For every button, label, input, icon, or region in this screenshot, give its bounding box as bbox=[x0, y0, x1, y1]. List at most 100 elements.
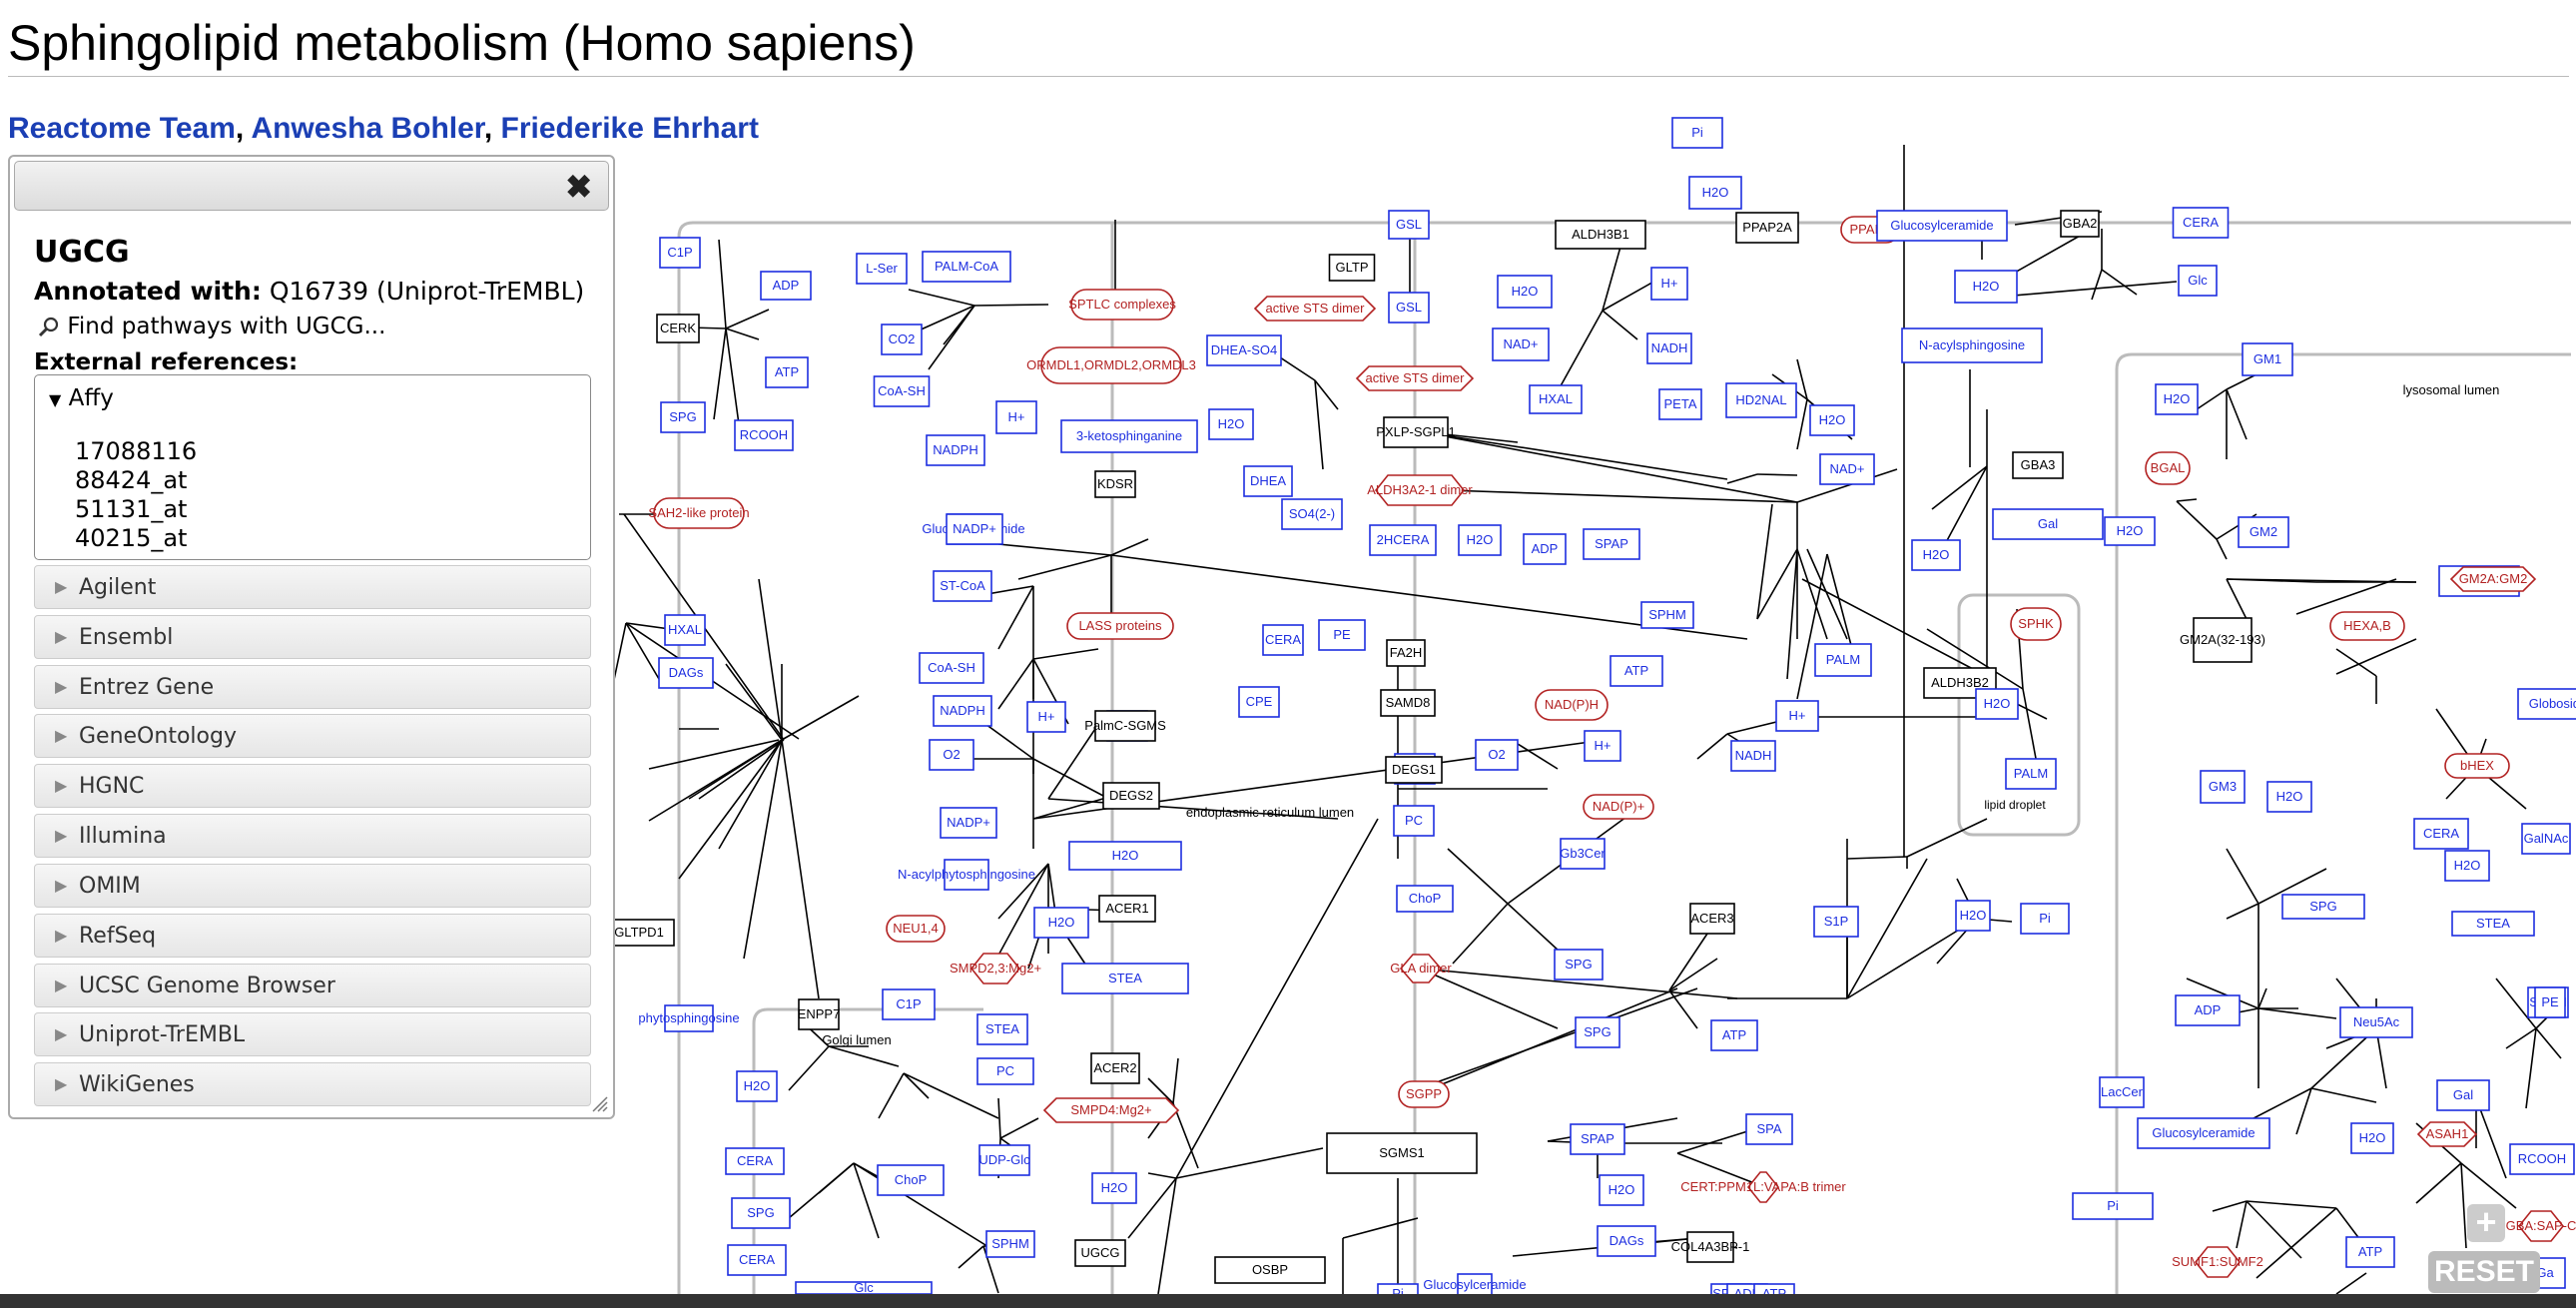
node-shape[interactable] bbox=[2010, 607, 2062, 641]
pathway-node-metabolite[interactable]: L-Ser bbox=[856, 253, 908, 285]
node-shape[interactable] bbox=[736, 1070, 778, 1102]
node-shape[interactable] bbox=[856, 253, 908, 285]
section-label[interactable]: Agilent bbox=[79, 575, 157, 600]
node-shape[interactable] bbox=[873, 375, 931, 407]
pathway-node-protein[interactable]: ALDH3A2-1 dimer bbox=[1367, 474, 1473, 506]
pathway-node-protein[interactable]: HEXA,B bbox=[2329, 611, 2405, 641]
node-shape[interactable] bbox=[2242, 342, 2293, 376]
node-shape[interactable] bbox=[2350, 1122, 2394, 1154]
pathway-node-metabolite[interactable]: GalNAc bbox=[2521, 823, 2571, 855]
node-label[interactable]: Glc bbox=[2188, 273, 2208, 288]
pathway-node-metabolite[interactable]: SO4(2-) bbox=[1281, 498, 1343, 530]
pathway-node-metabolite[interactable]: H2O bbox=[736, 1070, 778, 1102]
node-shape[interactable] bbox=[2005, 758, 2057, 790]
node-label[interactable]: CERA bbox=[739, 1252, 775, 1267]
node-shape[interactable] bbox=[1975, 688, 2019, 720]
node-shape[interactable] bbox=[877, 1164, 945, 1196]
node-shape[interactable] bbox=[940, 807, 997, 839]
node-shape[interactable] bbox=[1640, 601, 1694, 629]
node-shape[interactable] bbox=[1066, 612, 1174, 640]
node-shape[interactable] bbox=[2104, 516, 2156, 546]
node-shape[interactable] bbox=[1584, 730, 1621, 762]
pathway-node-metabolite[interactable]: Pi bbox=[2020, 903, 2070, 935]
pathway-node-enzyme[interactable]: GBA3 bbox=[2012, 451, 2064, 479]
pathway-node-enzyme[interactable]: CERK bbox=[656, 314, 700, 343]
pathway-node-metabolite[interactable]: PE bbox=[1318, 619, 1366, 651]
pathway-node-enzyme[interactable]: GBA2 bbox=[2060, 210, 2100, 238]
pathway-node-protein[interactable]: SPHK bbox=[2010, 607, 2062, 641]
node-shape[interactable] bbox=[1746, 1171, 1780, 1203]
node-shape[interactable] bbox=[2339, 1006, 2413, 1038]
node-label[interactable]: ADP bbox=[773, 278, 800, 293]
node-label[interactable]: LASS proteins bbox=[1078, 618, 1162, 633]
node-label[interactable]: H2O bbox=[1984, 696, 2011, 711]
node-label[interactable]: ALDH3B2 bbox=[1931, 675, 1989, 690]
node-label[interactable]: GBA3 bbox=[2021, 457, 2056, 472]
node-shape[interactable] bbox=[1369, 524, 1437, 556]
node-label[interactable]: H+ bbox=[1038, 709, 1055, 724]
pathway-node-protein[interactable]: ASAH1 bbox=[2416, 1121, 2478, 1147]
pathway-node-metabolite[interactable]: CPE bbox=[1238, 686, 1280, 718]
pathway-node-metabolite[interactable]: UDP-Glc bbox=[978, 1144, 1030, 1176]
node-label[interactable]: L-Ser bbox=[866, 261, 898, 276]
node-label[interactable]: GM2A:GM2 bbox=[2459, 571, 2528, 586]
node-label[interactable]: H2O bbox=[1112, 848, 1139, 863]
node-label[interactable]: ACER1 bbox=[1105, 901, 1148, 916]
node-label[interactable]: PALM-CoA bbox=[935, 259, 998, 274]
pathway-node-enzyme[interactable]: ACER1 bbox=[1098, 895, 1156, 923]
node-label[interactable]: DHEA-SO4 bbox=[1211, 342, 1277, 357]
node-label[interactable]: Globoside bbox=[2529, 696, 2576, 711]
node-label[interactable]: H2O bbox=[1467, 532, 1494, 547]
node-label[interactable]: Neu5Ac bbox=[2353, 1014, 2400, 1029]
node-shape[interactable] bbox=[760, 271, 812, 301]
node-shape[interactable] bbox=[1599, 1174, 1644, 1206]
section-label[interactable]: GeneOntology bbox=[79, 724, 237, 749]
node-label[interactable]: N-acylsphingosine bbox=[1919, 337, 2025, 352]
node-shape[interactable] bbox=[1658, 388, 1702, 420]
pathway-node-metabolite[interactable]: ATP bbox=[1610, 655, 1663, 687]
pathway-node-protein[interactable]: active STS dimer bbox=[1253, 296, 1377, 322]
node-shape[interactable] bbox=[1475, 739, 1519, 771]
section-ucsc[interactable]: ▶UCSC Genome Browser bbox=[34, 964, 591, 1007]
reset-button[interactable]: RESET bbox=[2428, 1251, 2540, 1293]
node-label[interactable]: RCOOH bbox=[740, 427, 788, 442]
pathway-node-metabolite[interactable]: H2O bbox=[1068, 841, 1182, 871]
node-label[interactable]: SPG bbox=[1565, 957, 1592, 972]
node-label[interactable]: HXAL bbox=[1539, 391, 1573, 406]
node-label[interactable]: phytosphingosine bbox=[638, 1010, 739, 1025]
node-label[interactable]: GLTP bbox=[1336, 260, 1369, 275]
node-shape[interactable] bbox=[1074, 1239, 1126, 1267]
node-label[interactable]: PalmC-SGMS bbox=[1084, 718, 1166, 733]
node-label[interactable]: ATP bbox=[1624, 663, 1648, 678]
pathway-node-metabolite[interactable]: RCOOH bbox=[2509, 1143, 2575, 1175]
node-label[interactable]: Glc bbox=[854, 1280, 874, 1294]
node-label[interactable]: 3-ketosphinganine bbox=[1076, 428, 1182, 443]
node-label[interactable]: SPG bbox=[1584, 1024, 1610, 1039]
node-shape[interactable] bbox=[2137, 1117, 2270, 1149]
node-label[interactable]: H2O bbox=[2276, 789, 2303, 804]
section-label[interactable]: RefSeq bbox=[79, 924, 157, 949]
node-shape[interactable] bbox=[2517, 1210, 2565, 1242]
node-label[interactable]: H+ bbox=[1008, 409, 1025, 424]
node-shape[interactable] bbox=[881, 324, 923, 355]
node-label[interactable]: NADP+ bbox=[953, 521, 996, 536]
node-shape[interactable] bbox=[727, 1244, 787, 1276]
section-label[interactable]: Uniprot-TrEMBL bbox=[79, 1022, 246, 1047]
pathway-node-metabolite[interactable]: PALM bbox=[2005, 758, 2057, 790]
pathway-node-metabolite[interactable]: GSL bbox=[1388, 210, 1430, 240]
node-shape[interactable] bbox=[1560, 838, 1606, 870]
pathway-node-enzyme[interactable]: ACER2 bbox=[1090, 1052, 1140, 1084]
node-shape[interactable] bbox=[653, 497, 745, 529]
node-shape[interactable] bbox=[976, 1013, 1028, 1045]
node-label[interactable]: SMPD2,3:Mg2+ bbox=[950, 961, 1041, 976]
pathway-node-metabolite[interactable]: Glc bbox=[2178, 265, 2218, 297]
pathway-node-metabolite[interactable]: H2O bbox=[2104, 516, 2156, 546]
node-shape[interactable] bbox=[1730, 740, 1776, 772]
pathway-node-enzyme[interactable]: PalmC-SGMS bbox=[1084, 710, 1166, 742]
node-shape[interactable] bbox=[1689, 903, 1735, 935]
node-shape[interactable] bbox=[1671, 117, 1723, 149]
node-label[interactable]: Gal bbox=[2453, 1087, 2473, 1102]
node-shape[interactable] bbox=[976, 1057, 1034, 1085]
